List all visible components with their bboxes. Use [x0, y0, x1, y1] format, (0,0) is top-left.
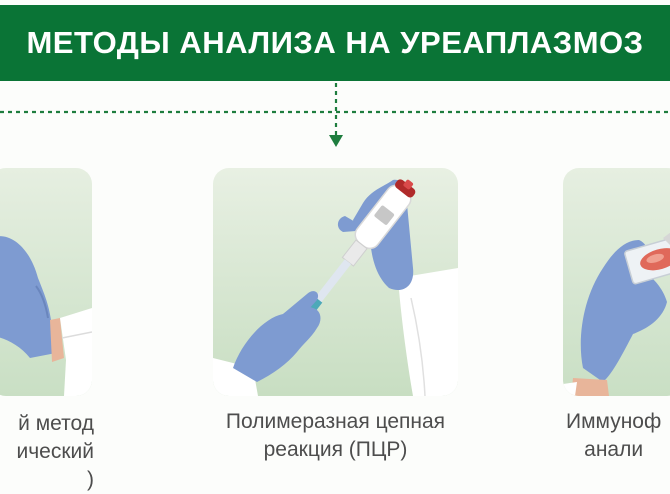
- caption-line: ): [87, 468, 94, 491]
- method-card-culture: [0, 168, 92, 396]
- caption-line: анали: [584, 438, 644, 461]
- caption-line: реакция (ПЦР): [263, 438, 408, 461]
- caption-line: Иммуноф: [566, 410, 662, 433]
- method-card-pcr: [213, 168, 458, 396]
- page-title: МЕТОДЫ АНАЛИЗА НА УРЕАПЛАЗМОЗ: [26, 25, 644, 60]
- caption-line: й метод: [18, 412, 94, 435]
- caption-line: Полимеразная цепная: [225, 410, 446, 433]
- title-banner: МЕТОДЫ АНАЛИЗА НА УРЕАПЛАЗМОЗ: [0, 5, 670, 81]
- gloved-hand-with-sample-slide-icon: [563, 168, 670, 396]
- gloved-hand-icon: [0, 168, 92, 396]
- method-caption-immunofluorescence: Иммуноф анали: [566, 408, 661, 464]
- caption-line: ический: [16, 440, 95, 463]
- method-caption-culture: й метод ический ): [17, 410, 95, 494]
- method-caption-pcr: Полимеразная цепная реакция (ПЦР): [213, 408, 458, 464]
- connector-lines: [0, 83, 670, 147]
- method-card-immunofluorescence: [563, 168, 670, 396]
- pipette-in-gloved-hands-icon: [213, 168, 458, 396]
